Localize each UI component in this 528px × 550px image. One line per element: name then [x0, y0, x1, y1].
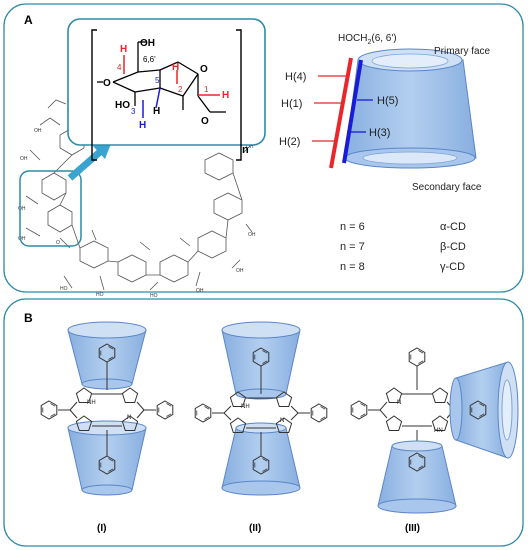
red-leaders	[312, 75, 346, 142]
complex-1: NH N (I)	[40, 321, 174, 534]
svg-text:OH: OH	[248, 232, 256, 238]
monomer-box	[67, 18, 266, 146]
num-1: 1	[204, 85, 209, 94]
complex-3-n: N	[397, 400, 401, 406]
complex-3-label: (III)	[405, 523, 420, 534]
table-cd-2: γ-CD	[440, 261, 465, 273]
complex-3: N HN (III)	[350, 347, 519, 534]
label-primary-face: Primary face	[434, 46, 491, 57]
h-red-ring: H	[172, 62, 179, 73]
complex-2-label: (II)	[249, 523, 261, 534]
o-left: O	[103, 78, 111, 89]
table-cd-1: β-CD	[440, 241, 466, 253]
complex-3-right-cd	[449, 361, 519, 459]
h-red-right: H	[222, 90, 229, 101]
panel-a-label: A	[24, 13, 33, 27]
table-cd-0: α-CD	[440, 221, 466, 233]
panel-b-label: B	[24, 311, 33, 325]
svg-text:HO: HO	[150, 293, 158, 299]
complex-2-nh: NH	[241, 404, 250, 410]
svg-text:OH: OH	[236, 268, 244, 274]
cd-table: n = 6 α-CD n = 7 β-CD n = 8 γ-CD	[340, 221, 466, 273]
complex-1-porphyrin	[40, 343, 174, 475]
complex-1-top-cd	[67, 321, 147, 390]
h-blue-bottom: H	[139, 120, 146, 131]
complex-3-bottom-cd	[377, 440, 457, 514]
inner-h-bar	[342, 59, 363, 164]
left-bracket	[91, 29, 97, 161]
cd-cone	[344, 48, 477, 169]
table-n-1: n = 7	[340, 241, 365, 253]
svg-text:OH: OH	[246, 144, 254, 150]
num-5: 5	[155, 76, 160, 85]
o-glyco: O	[201, 116, 209, 127]
complex-3-hn: HN	[434, 428, 443, 434]
blue-leaders	[351, 99, 373, 133]
label-h5: H(5)	[377, 95, 398, 107]
svg-text:OH: OH	[18, 206, 26, 212]
complex-2-n: N	[280, 418, 284, 424]
right-bracket	[236, 29, 242, 161]
label-h4: H(4)	[285, 71, 306, 83]
h-ring: H	[153, 106, 160, 117]
monomer-highlight-box	[19, 170, 82, 247]
complex-1-nh: NH	[87, 400, 96, 406]
secondary-h-bar	[329, 57, 353, 169]
complex-2-bottom-cd	[221, 422, 301, 496]
ho-left: HO	[115, 100, 130, 111]
label-hoch2: HOCH2(6, 6')	[338, 33, 397, 46]
h-red-top: H	[120, 44, 127, 55]
svg-text:OH: OH	[20, 156, 28, 162]
glucose-ring	[97, 41, 226, 113]
cyclodextrin-skeleton	[25, 99, 253, 291]
svg-text:OH: OH	[18, 236, 26, 242]
oh-6: OH	[140, 38, 155, 49]
repeat-n: n	[242, 144, 249, 156]
h5-bond	[155, 87, 161, 109]
table-n-2: n = 8	[340, 261, 365, 273]
label-h3: H(3)	[369, 127, 390, 139]
label-h2: H(2)	[279, 136, 300, 148]
skeleton-oh-labels: OH OH OH OH HO HO HO OH OH OH OH O	[18, 128, 256, 299]
svg-text:O: O	[56, 240, 60, 246]
label-secondary-face: Secondary face	[412, 182, 482, 193]
svg-text:HO: HO	[96, 292, 104, 298]
complex-1-n: N	[127, 415, 131, 421]
num-3: 3	[131, 107, 136, 116]
table-n-0: n = 6	[340, 221, 365, 233]
label-h1: H(1)	[281, 98, 302, 110]
svg-text:HO: HO	[60, 286, 68, 292]
complex-1-bottom-cd	[67, 420, 147, 496]
complex-2-porphyrin	[194, 347, 328, 475]
num-2: 2	[178, 85, 183, 94]
pos-66: 6,6'	[143, 55, 156, 64]
o-ring: O	[200, 64, 208, 75]
complex-2: NH N (II)	[194, 321, 328, 534]
svg-text:OH: OH	[34, 128, 42, 134]
num-4: 4	[117, 63, 122, 72]
complex-1-label: (I)	[97, 523, 106, 534]
svg-text:OH: OH	[196, 288, 204, 294]
